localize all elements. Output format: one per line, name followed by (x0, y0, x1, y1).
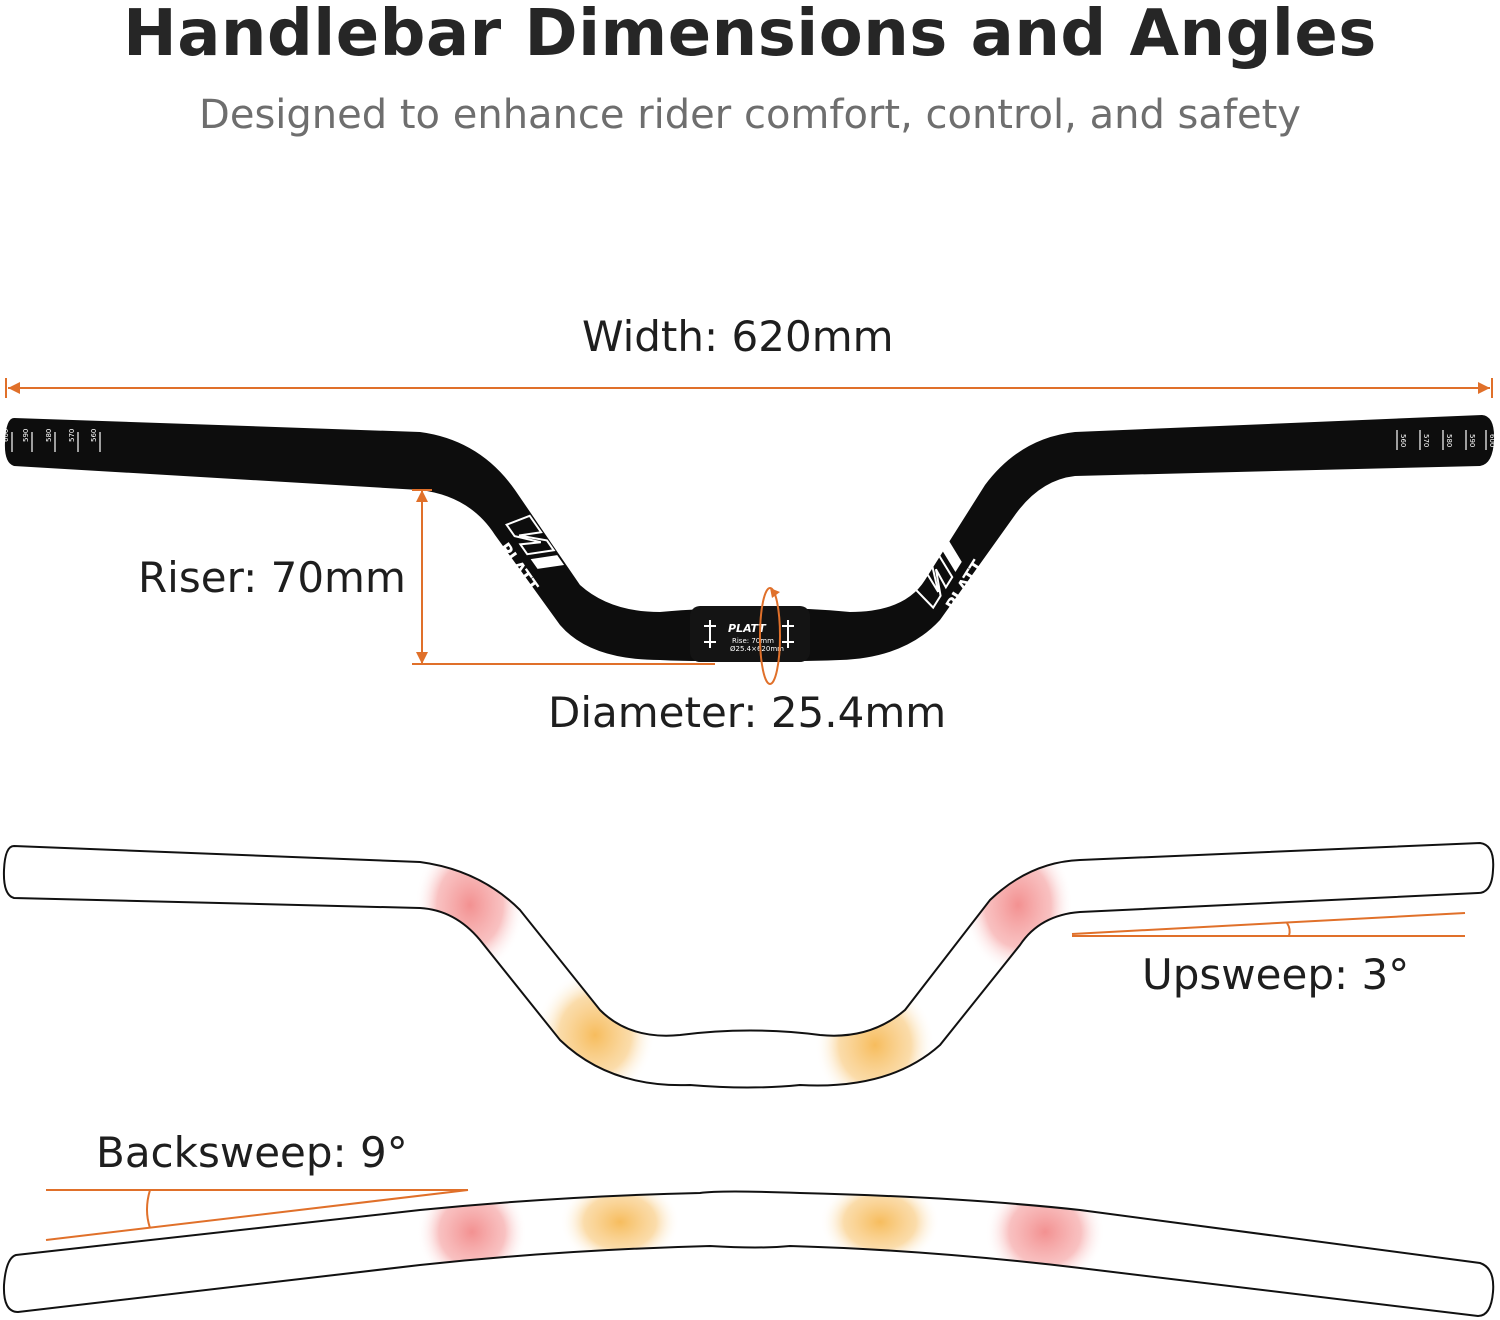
page-subtitle: Designed to enhance rider comfort, contr… (199, 92, 1301, 138)
svg-text:580: 580 (1445, 434, 1453, 447)
upsweep-angle-indicator (1071, 912, 1466, 937)
backsweep-outline (2, 1190, 1495, 1318)
width-label: Width: 620mm (582, 312, 894, 361)
left-width-marks: 600 590 580 570 560 (2, 429, 101, 452)
riser-dimension-line (412, 489, 715, 665)
width-dimension-line (5, 378, 1493, 398)
arrow-up-icon (416, 490, 428, 502)
riser-label: Riser: 70mm (138, 553, 406, 602)
svg-text:580: 580 (45, 429, 53, 442)
arrow-left-icon (8, 382, 20, 394)
clamp-markings: PLATT Rise: 70mm Ø25.4×620mm (704, 620, 794, 653)
handlebar-image: 600 590 580 570 560 600 590 580 570 560 … (2, 415, 1496, 662)
page-title: Handlebar Dimensions and Angles (123, 0, 1377, 71)
rotation-arrow-icon (770, 588, 780, 598)
svg-text:590: 590 (1468, 434, 1476, 447)
svg-text:600: 600 (2, 429, 10, 442)
svg-text:590: 590 (22, 429, 30, 442)
backsweep-angle-indicator (45, 1189, 469, 1241)
diameter-label: Diameter: 25.4mm (548, 688, 947, 737)
svg-text:560: 560 (90, 429, 98, 442)
arrow-down-icon (416, 652, 428, 664)
svg-text:570: 570 (68, 429, 76, 442)
svg-text:Rise: 70mm: Rise: 70mm (732, 637, 774, 645)
diameter-indicator (759, 587, 781, 685)
arrow-right-icon (1478, 382, 1490, 394)
svg-text:Ø25.4×620mm: Ø25.4×620mm (730, 645, 784, 653)
backsweep-label: Backsweep: 9° (96, 1128, 408, 1177)
svg-text:PLATT: PLATT (728, 622, 767, 635)
right-width-marks: 600 590 580 570 560 (1396, 430, 1496, 450)
svg-text:600: 600 (1488, 434, 1496, 447)
svg-text:560: 560 (1399, 434, 1407, 447)
svg-text:570: 570 (1422, 434, 1430, 447)
upsweep-label: Upsweep: 3° (1142, 950, 1410, 999)
